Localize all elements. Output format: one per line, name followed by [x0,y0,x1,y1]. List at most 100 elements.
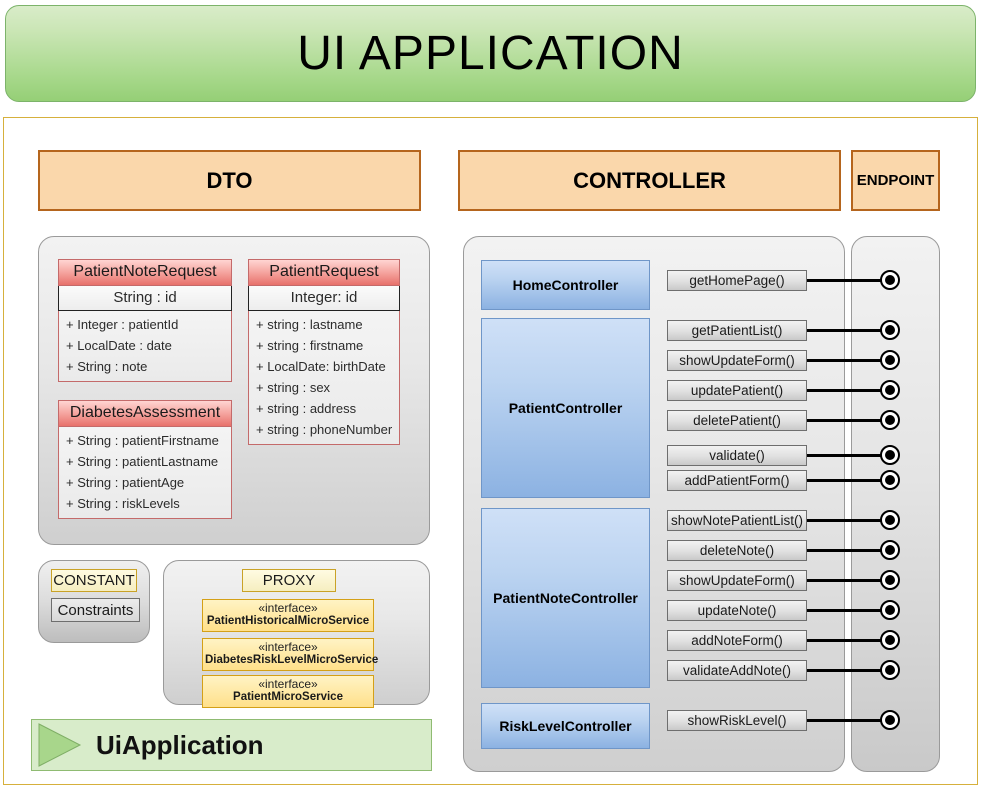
method-getpatientlist[interactable]: getPatientList() [667,320,807,341]
play-triangle-icon [38,723,82,767]
proxy-label-text: PROXY [262,572,316,589]
controller-label: HomeController [512,277,619,293]
method-label: getHomePage() [689,273,785,288]
uml-field: + String : patientFirstname [66,432,219,448]
endpoint-connector-line [807,389,886,392]
endpoint-connector-line [807,579,886,582]
method-shownotepatientlist[interactable]: showNotePatientList() [667,510,807,531]
endpoint-marker-icon[interactable] [880,470,900,490]
method-updatepatient[interactable]: updatePatient() [667,380,807,401]
controller-section-banner: CONTROLLER [458,150,841,211]
method-showupdateform[interactable]: showUpdateForm() [667,570,807,591]
page-title: UI APPLICATION [297,27,684,80]
endpoint-marker-icon[interactable] [880,410,900,430]
endpoint-marker-icon[interactable] [880,570,900,590]
method-validate[interactable]: validate() [667,445,807,466]
method-label: validateAddNote() [682,663,792,678]
uml-field: + String : riskLevels [66,495,180,511]
method-updatenote[interactable]: updateNote() [667,600,807,621]
uml-class-patientrequest: PatientRequest Integer: id + string : la… [248,259,400,445]
stereotype-label: «interface» [258,601,318,615]
endpoint-connector-line [807,454,886,457]
endpoint-marker-icon[interactable] [880,270,900,290]
uml-class-name: PatientNoteRequest [58,259,232,286]
uml-class-patientnoterequest: PatientNoteRequest String : id + Integer… [58,259,232,382]
endpoint-marker-icon[interactable] [880,660,900,680]
method-label: validate() [709,448,765,463]
method-label: showNotePatientList() [670,513,804,528]
endpoint-connector-line [807,519,886,522]
controller-patientcontroller[interactable]: PatientController [481,318,650,498]
stereotype-label: «interface» [258,640,318,654]
endpoint-connector-line [807,669,886,672]
endpoint-connector-line [807,609,886,612]
endpoint-marker-icon[interactable] [880,350,900,370]
endpoint-connector-line [807,359,886,362]
uml-field: + string : firstname [256,337,364,353]
endpoint-connector-line [807,419,886,422]
endpoint-connector-line [807,479,886,482]
uml-field: + string : lastname [256,316,363,332]
uiapplication-box[interactable]: UiApplication [31,719,432,771]
constant-label: CONSTANT [51,569,137,592]
method-validateaddnote[interactable]: validateAddNote() [667,660,807,681]
method-label: updateNote() [697,603,777,618]
uml-field: + string : address [256,400,357,416]
app-header-banner: UI APPLICATION [5,5,976,102]
uml-class-name: PatientRequest [248,259,400,286]
endpoint-section-banner: ENDPOINT [851,150,940,211]
endpoint-container [851,236,940,772]
controller-homecontroller[interactable]: HomeController [481,260,650,310]
endpoint-marker-icon[interactable] [880,320,900,340]
endpoint-connector-line [807,549,886,552]
endpoint-marker-icon[interactable] [880,630,900,650]
method-addpatientform[interactable]: addPatientForm() [667,470,807,491]
method-label: addPatientForm() [684,473,790,488]
endpoint-marker-icon[interactable] [880,445,900,465]
endpoint-marker-icon[interactable] [880,380,900,400]
uml-class-id-row: String : id [58,285,232,311]
endpoint-connector-line [807,639,886,642]
method-addnoteform[interactable]: addNoteForm() [667,630,807,651]
method-label: showUpdateForm() [679,573,795,588]
constraints-label: Constraints [57,601,134,619]
uml-field: + LocalDate : date [66,337,172,353]
uml-field: + string : phoneNumber [256,421,393,437]
uml-class-id-row: Integer: id [248,285,400,311]
uml-field: + String : patientAge [66,474,185,490]
method-label: updatePatient() [690,383,784,398]
controller-label: PatientController [508,400,623,416]
method-showrisklevel[interactable]: showRiskLevel() [667,710,807,731]
endpoint-connector-line [807,279,886,282]
dto-banner-label: DTO [206,167,253,193]
interface-diabetesrisklevelmicroservice: «interface» DiabetesRiskLevelMicroServic… [202,638,378,672]
stereotype-label: «interface» [258,677,318,691]
controller-container [463,236,845,772]
controller-patientnotecontroller[interactable]: PatientNoteController [481,508,650,688]
uml-field: + String : patientLastname [66,453,219,469]
uml-field: + String : note [66,358,148,374]
method-deletepatient[interactable]: deletePatient() [667,410,807,431]
method-showupdateform[interactable]: showUpdateForm() [667,350,807,371]
method-gethomepage[interactable]: getHomePage() [667,270,807,291]
controller-risklevelcontroller[interactable]: RiskLevelController [481,703,650,749]
endpoint-marker-icon[interactable] [880,710,900,730]
endpoint-marker-icon[interactable] [880,600,900,620]
endpoint-connector-line [807,719,886,722]
endpoint-marker-icon[interactable] [880,540,900,560]
uml-field: + string : sex [256,379,331,395]
uiapplication-label: UiApplication [96,729,264,760]
uml-field: + LocalDate: birthDate [256,358,386,374]
constant-label-text: CONSTANT [53,572,135,589]
uml-class-name: DiabetesAssessment [58,400,232,427]
interface-patienthistoricalmicroservice: «interface» PatientHistoricalMicroServic… [202,599,374,633]
controller-label: RiskLevelController [499,718,632,734]
dto-section-banner: DTO [38,150,421,211]
uml-class-fields: + String : patientFirstname + String : p… [58,426,232,519]
method-label: showRiskLevel() [687,713,787,728]
method-deletenote[interactable]: deleteNote() [667,540,807,561]
endpoint-marker-icon[interactable] [880,510,900,530]
method-label: deleteNote() [699,543,775,558]
endpoint-connector-line [807,329,886,332]
method-label: getPatientList() [691,323,783,338]
